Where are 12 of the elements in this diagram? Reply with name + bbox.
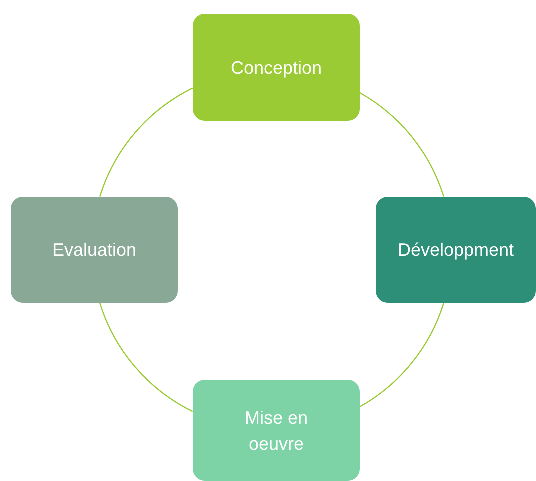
- stage-box: [376, 197, 536, 303]
- connector-arc: [360, 302, 445, 408]
- connector-arc: [99, 302, 194, 412]
- stage-label: Développment: [398, 239, 514, 262]
- stage-box: [193, 14, 360, 121]
- connector-arc: [360, 92, 445, 198]
- stage-box: [11, 197, 178, 303]
- connector-arc: [99, 88, 194, 198]
- stage-label: Evaluation: [52, 239, 137, 262]
- stage-box: [193, 380, 360, 481]
- stage-label: Conception: [230, 56, 322, 80]
- stage-label: Mise en oeuvre: [244, 406, 310, 456]
